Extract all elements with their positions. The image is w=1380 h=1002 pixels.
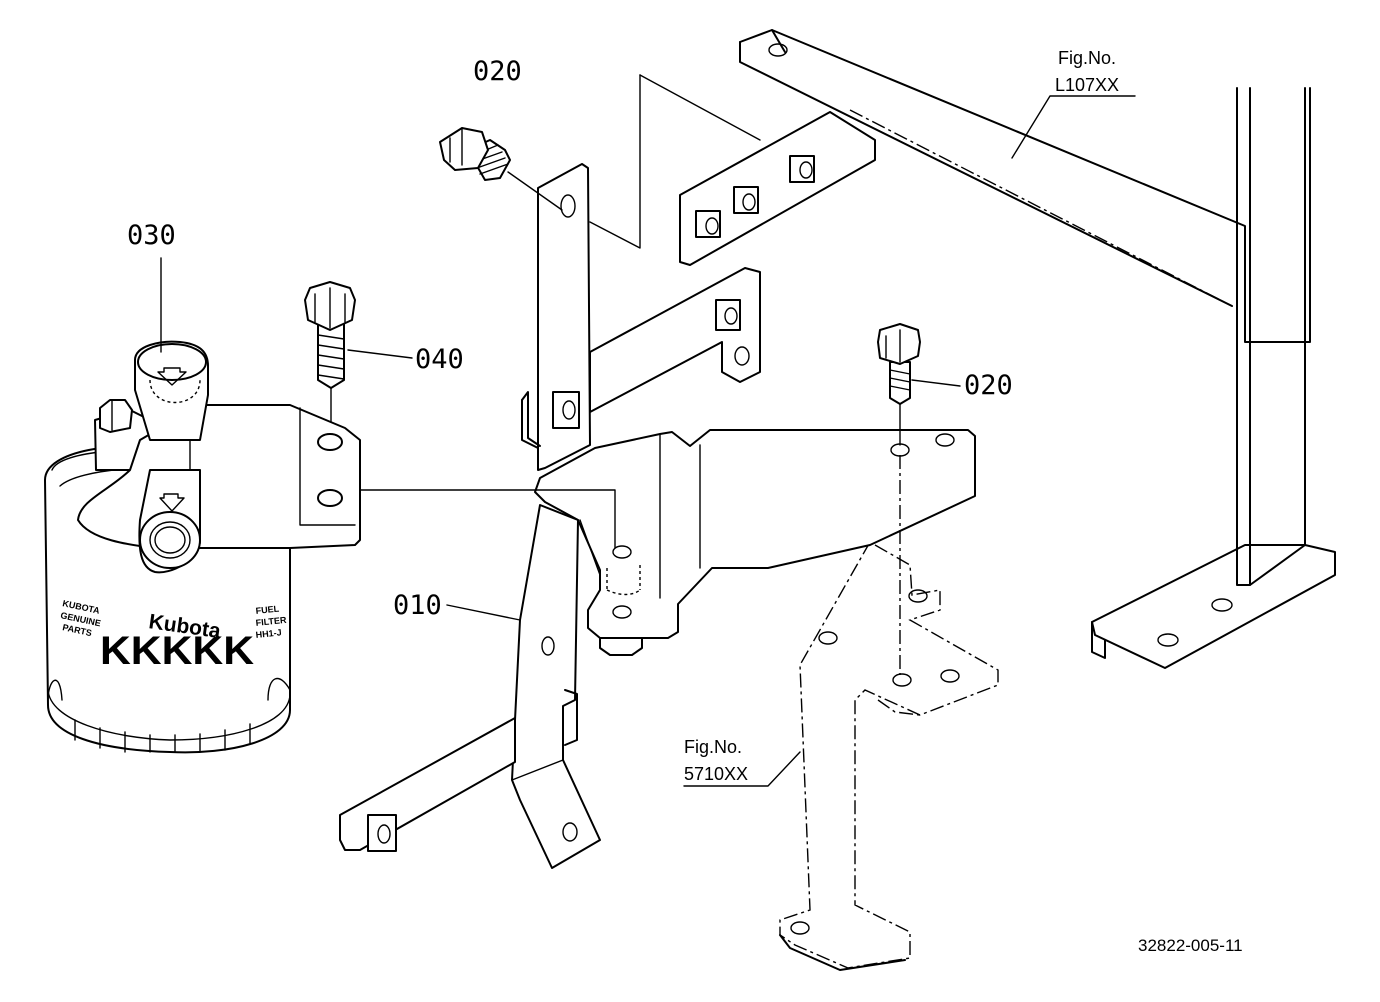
frame-ref-line1: Fig.No. bbox=[1058, 48, 1116, 68]
bolt-020-top bbox=[439, 127, 563, 211]
label-040: 040 bbox=[415, 344, 464, 375]
filter-assembly-030: Kubota KUBOTA GENUINE PARTS FUEL FILTER … bbox=[44, 340, 616, 754]
stay-ref-line2: 5710XX bbox=[684, 764, 748, 784]
frame-ref-line2: L107XX bbox=[1055, 75, 1119, 95]
lower-stay: Fig.No. 5710XX bbox=[683, 541, 999, 971]
part-leaders bbox=[160, 257, 961, 621]
nut-1 bbox=[695, 210, 721, 238]
frame-assembly: Fig.No. L107XX bbox=[589, 29, 1336, 669]
bracket-010 bbox=[339, 163, 976, 869]
nut-3 bbox=[789, 155, 815, 183]
filter-side-right-3: HH1-J bbox=[255, 627, 282, 640]
label-020-top: 020 bbox=[473, 56, 522, 87]
label-030: 030 bbox=[127, 220, 176, 251]
filter-side-right-2: FILTER bbox=[255, 615, 287, 628]
label-010: 010 bbox=[393, 590, 442, 621]
nut-2 bbox=[733, 186, 759, 214]
bolt-020-right bbox=[877, 323, 921, 675]
stay-ref-line1: Fig.No. bbox=[684, 737, 742, 757]
drawing-number: 32822-005-11 bbox=[1138, 936, 1243, 955]
label-020-right: 020 bbox=[964, 370, 1013, 401]
filter-side-right-1: FUEL bbox=[255, 604, 280, 616]
filter-band-text: KKKKK bbox=[100, 629, 254, 673]
